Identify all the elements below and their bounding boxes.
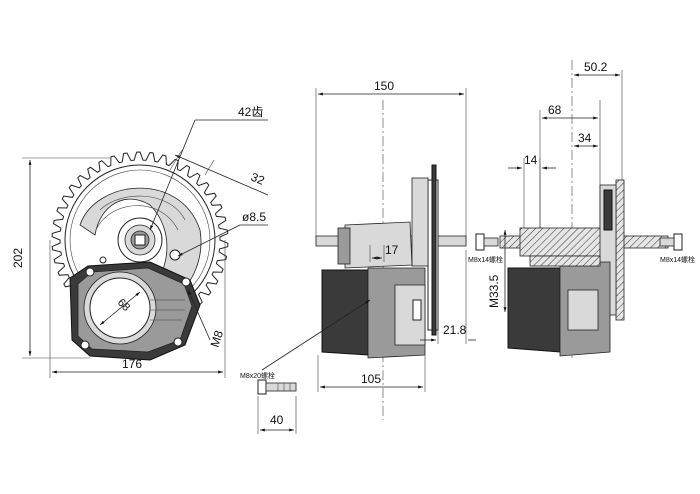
offset-label: 21.8 <box>443 323 467 337</box>
middle-view: 150 17 21.8 105 <box>261 79 476 420</box>
bolt-callout-label: M8x20螺栓 <box>240 371 275 380</box>
base-width-label: 105 <box>361 372 381 386</box>
bolt-shank <box>265 382 297 392</box>
overall-width-label: 150 <box>374 79 394 93</box>
offset-label: 32 <box>249 170 267 188</box>
dim-34-label: 34 <box>578 131 592 145</box>
left-nut-label: M8x14螺栓 <box>468 255 503 264</box>
right-view: 50.2 68 34 14 M8x14螺栓 M8x14螺栓 <box>468 60 695 360</box>
dim-height-label: 202 <box>11 248 25 268</box>
right-nut <box>673 233 683 251</box>
dim-14-label: 14 <box>524 153 538 167</box>
dim-68-label: 68 <box>548 103 562 117</box>
thread-label: M33.5 <box>487 274 501 308</box>
mount-hole <box>99 256 107 264</box>
spacing-label: 17 <box>385 243 399 257</box>
spindle-housing <box>519 227 611 257</box>
motor-section <box>507 267 561 353</box>
left-view: 202 176 42齿 32 ø8.5 68 M8 <box>11 105 269 378</box>
crank-axle <box>117 217 163 263</box>
drive-body <box>344 221 413 269</box>
thread-label: M8 <box>208 328 227 348</box>
dim-50-label: 50.2 <box>584 60 608 74</box>
right-nut-label: M8x14螺栓 <box>660 255 695 264</box>
left-nut <box>475 233 485 251</box>
bolt-head <box>257 379 267 395</box>
bolt-detail: M8x20螺栓 40 <box>240 371 297 434</box>
dim-width-label: 176 <box>122 357 142 371</box>
mount-hole <box>169 249 181 261</box>
motor-housing <box>69 261 201 361</box>
motor-can <box>321 269 369 356</box>
hole-diameter-label: ø8.5 <box>242 210 266 224</box>
chainring-section <box>615 179 625 321</box>
teeth-count-label: 42齿 <box>238 105 263 119</box>
bolt-length-label: 40 <box>270 413 284 427</box>
